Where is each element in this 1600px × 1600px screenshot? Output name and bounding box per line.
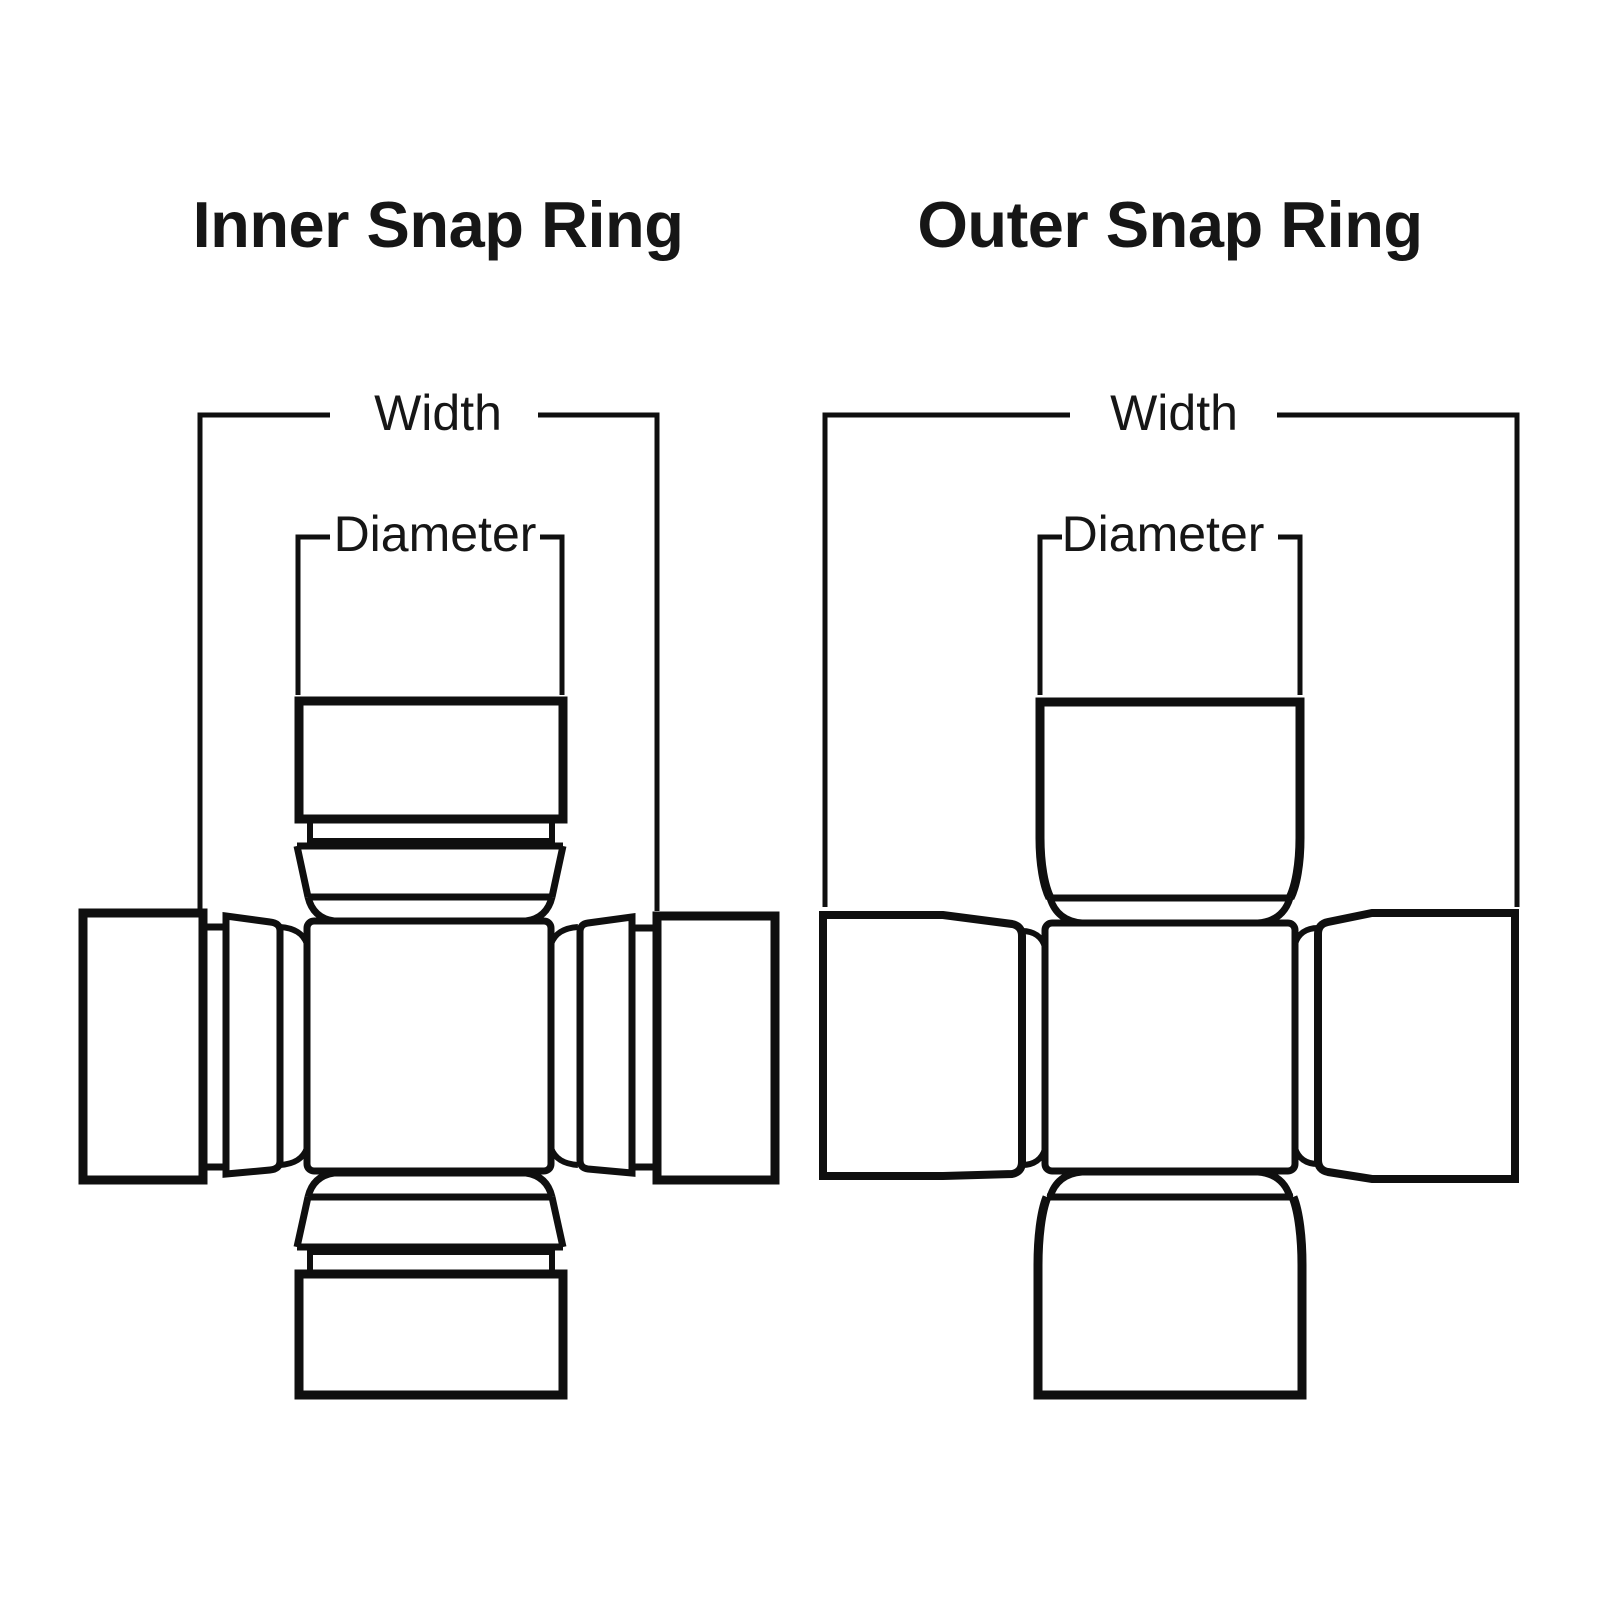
- inner-top-dome: [304, 896, 556, 925]
- outer-top-dome: [1046, 896, 1294, 927]
- inner-right-arm-fillet: [548, 924, 579, 1168]
- inner-bottom-skirt: [293, 1193, 567, 1251]
- inner-left-arm-groove: [203, 923, 226, 1171]
- outer-snap-ring-figure: Outer Snap Ring Width Diameter: [819, 188, 1520, 1400]
- inner-top-snap-ring-band: [307, 819, 555, 846]
- inner-diameter-label: Diameter: [334, 506, 537, 562]
- inner-width-bracket: [197, 412, 660, 911]
- outer-left-arm-fillet: [1021, 928, 1048, 1168]
- inner-center-block: [303, 917, 555, 1175]
- inner-left-arm-cap: [78, 908, 208, 1185]
- inner-diameter-bracket: [295, 534, 565, 695]
- outer-diameter-label: Diameter: [1062, 506, 1265, 562]
- outer-bottom-cap: [1033, 1195, 1307, 1400]
- inner-right-arm-land: [576, 912, 636, 1177]
- inner-snap-ring-figure: Inner Snap Ring Width Diameter: [78, 188, 780, 1400]
- inner-right-arm-cap: [652, 911, 780, 1185]
- inner-title: Inner Snap Ring: [193, 188, 684, 261]
- outer-width-label: Width: [1110, 385, 1238, 441]
- inner-top-skirt: [293, 842, 567, 901]
- inner-left-arm-land: [222, 911, 284, 1178]
- outer-right-arm-cap: [1314, 909, 1519, 1183]
- inner-left-arm-fillet: [279, 924, 310, 1168]
- inner-bottom-dome: [304, 1169, 556, 1198]
- inner-width-label: Width: [374, 385, 502, 441]
- outer-right-arm-fillet: [1292, 925, 1319, 1167]
- inner-top-cap: [294, 696, 568, 824]
- inner-bottom-cap: [294, 1269, 568, 1400]
- outer-top-cap: [1035, 697, 1305, 901]
- outer-bottom-dome: [1046, 1168, 1294, 1199]
- outer-center-block: [1041, 919, 1299, 1175]
- outer-width-bracket: [822, 412, 1520, 907]
- outer-left-arm-cap: [819, 911, 1026, 1180]
- outer-title: Outer Snap Ring: [917, 188, 1422, 261]
- outer-diameter-bracket: [1037, 534, 1303, 695]
